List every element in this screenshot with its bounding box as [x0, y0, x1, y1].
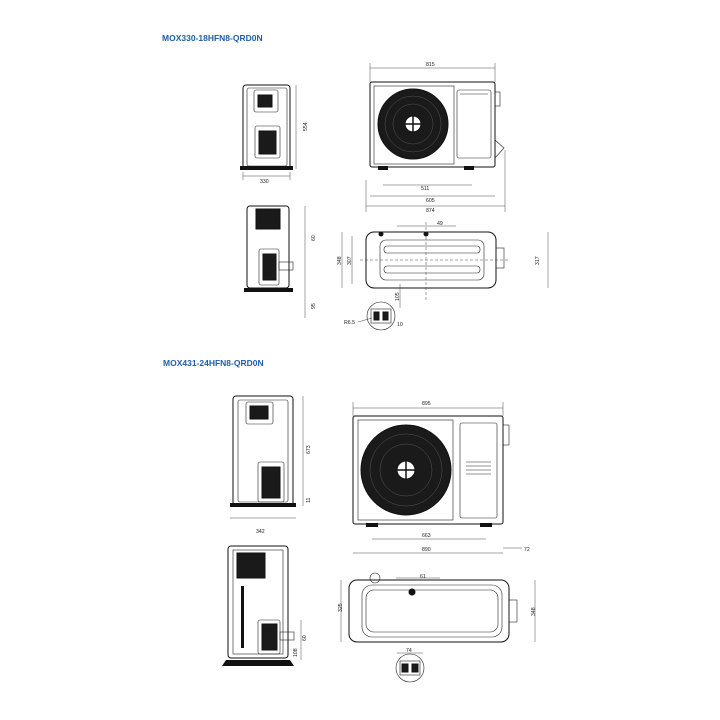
m2-bolt-spacing: 663 [422, 533, 431, 539]
m1-side-height: 554 [303, 122, 309, 131]
model-2-top-view: 61 325 348 [338, 572, 537, 643]
model-1-front-view: 815 511 605 874 [365, 62, 506, 214]
m2-rear-offset-a: 60 [302, 635, 308, 641]
m1-side-depth: 330 [260, 179, 269, 185]
model-2-title: MOX431-24HFN8-QRD0N [163, 358, 264, 368]
valve-port-icon [408, 588, 416, 596]
m2-side-depth: 342 [256, 529, 265, 535]
m1-top-depth-c: 317 [535, 256, 541, 265]
model-1-top-view: 49 348 307 317 105 [337, 221, 549, 308]
m2-top-depth-b: 348 [531, 607, 537, 616]
model-2-side-view: 342 673 11 [230, 395, 312, 535]
m1-top-depth-b: 307 [347, 256, 353, 265]
m1-detail-dim: 10 [397, 322, 403, 328]
m1-top-depth-a: 348 [337, 256, 343, 265]
model-1-side-view: 330 554 [240, 84, 309, 185]
mounting-slot-icon: R6.5 10 [344, 301, 403, 331]
m1-detail-slot: R6.5 [344, 320, 355, 326]
m1-rear-top: 60 [311, 235, 317, 241]
m2-front-offset: 72 [524, 547, 530, 553]
m2-front-base: 890 [422, 547, 431, 553]
m1-front-total: 874 [426, 208, 435, 214]
model-1-title: MOX330-18HFN8-QRD0N [162, 33, 263, 43]
model-2-detail: 74 [395, 648, 425, 683]
m1-top-hole-y: 105 [395, 292, 401, 301]
model-2-rear-view: 60 108 [222, 545, 308, 666]
m1-top-hole-offset: 49 [437, 221, 443, 227]
m2-top-depth-a: 325 [338, 603, 344, 612]
m2-detail-dim: 74 [406, 648, 412, 654]
model-1-rear-view: 60 95 [244, 205, 317, 318]
m2-side-foot: 11 [306, 498, 312, 503]
model-2-front-view: 895 663 890 72 [352, 401, 530, 554]
m1-bolt-spacing: 511 [421, 186, 429, 192]
m1-front-width: 815 [426, 62, 435, 68]
m2-rear-offset-b: 108 [293, 648, 299, 657]
m2-front-width: 895 [422, 401, 431, 407]
m2-top-hole-offset: 61 [420, 574, 426, 580]
m1-rear-bottom: 95 [311, 303, 317, 309]
m2-side-height: 673 [306, 445, 312, 454]
m1-front-base: 605 [426, 198, 435, 204]
